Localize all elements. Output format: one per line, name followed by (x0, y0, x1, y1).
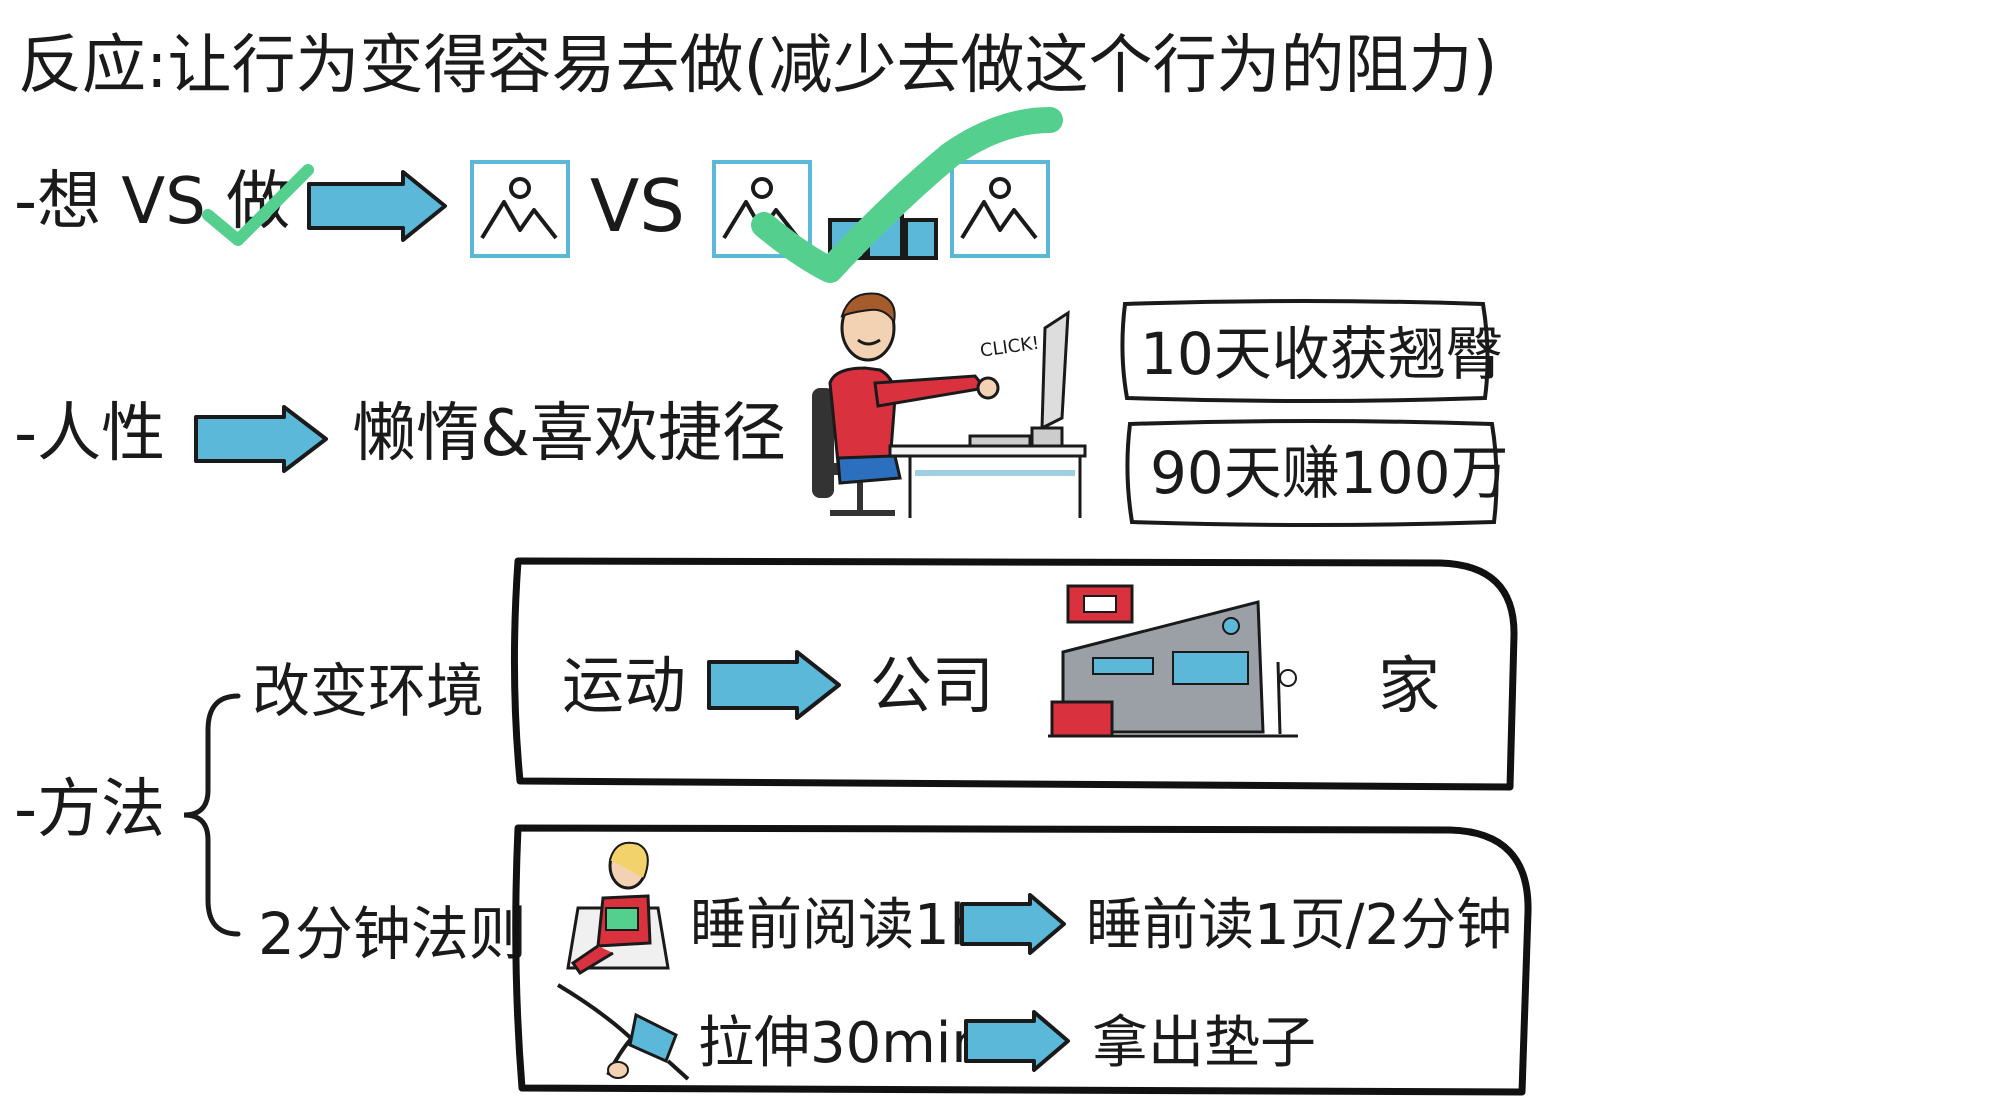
image-placeholder-icon (470, 160, 570, 258)
page-title: 反应:让行为变得容易去做(减少去做这个行为的阻力) (18, 29, 1498, 103)
curly-brace (183, 693, 241, 937)
rule2-to: 拿出垫子 (1092, 1011, 1316, 1076)
environment-frame (510, 557, 1518, 791)
arrow-right-icon (194, 405, 328, 473)
branch1-from: 运动 (562, 649, 687, 722)
person-at-computer-icon: CLICK! (812, 292, 1087, 518)
check-icon (751, 107, 1063, 283)
gym-building-icon (1048, 584, 1298, 738)
click-text: CLICK! (979, 333, 1041, 362)
arrow-right-icon (960, 893, 1066, 955)
arrow-right-icon (964, 1010, 1070, 1072)
stretching-person-icon (556, 983, 690, 1081)
two-minute-rule-frame (512, 824, 1532, 1096)
arrow-right-icon (707, 650, 841, 720)
branch1-label: 改变环境 (252, 657, 485, 725)
branch2-label: 2分钟法则 (258, 900, 527, 968)
rule1-to: 睡前读1页/2分钟 (1086, 893, 1513, 958)
check-icon (202, 164, 314, 246)
reading-person-icon (566, 841, 670, 976)
branch1-to: 公司 (870, 649, 995, 722)
tag-box-2 (1125, 419, 1499, 527)
arrow-right-icon (307, 170, 447, 242)
branch1-alt: 家 (1378, 649, 1441, 722)
row1-label: -想 VS 做 (14, 165, 291, 239)
vs-label: VS (590, 164, 685, 248)
tag-2-label: 90天赚100万 (1150, 439, 1509, 507)
row2-label: -人性 (14, 397, 166, 471)
rule2-from: 拉伸30min (698, 1011, 987, 1076)
image-placeholder-icon (950, 160, 1050, 258)
row3-label: -方法 (14, 773, 166, 847)
tag-box-1 (1120, 299, 1490, 403)
tag-1-label: 10天收获翘臀 (1140, 320, 1504, 388)
rule1-from: 睡前阅读1h (690, 893, 986, 958)
row2-result: 懒惰&喜欢捷径 (352, 397, 786, 471)
